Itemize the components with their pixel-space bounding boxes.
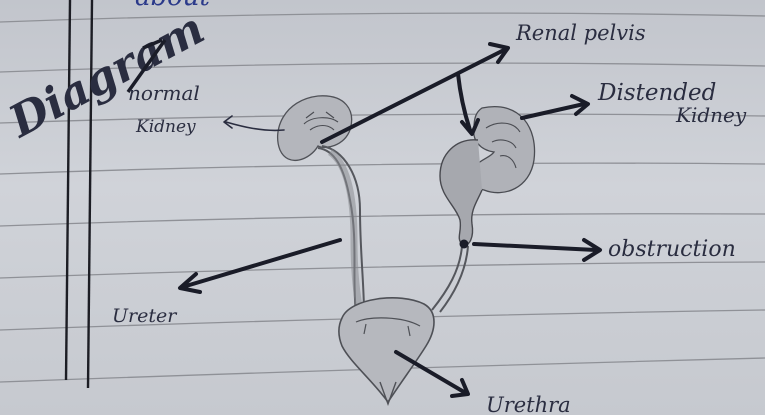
obstruction-point xyxy=(460,240,469,249)
ureter-arrow xyxy=(180,240,340,292)
renal-pelvis-arrow-2 xyxy=(458,74,478,134)
normal-kidney-arrow xyxy=(224,116,284,130)
bladder xyxy=(339,298,434,404)
label-urethra: Urethra xyxy=(486,393,571,415)
right-ureter xyxy=(432,246,468,312)
label-renal-pelvis: Renal pelvis xyxy=(515,21,646,45)
label-obstruction: obstruction xyxy=(608,237,736,262)
label-distended-kidney-2: Kidney xyxy=(675,103,747,127)
normal-kidney xyxy=(278,96,352,161)
top-partial-text: about xyxy=(135,0,211,12)
label-ureter: Ureter xyxy=(112,305,178,327)
label-normal-kidney-1: normal xyxy=(128,81,200,105)
obstruction-arrow xyxy=(474,240,600,260)
label-normal-kidney-2: Kidney xyxy=(135,117,196,137)
distended-kidney xyxy=(440,107,535,245)
